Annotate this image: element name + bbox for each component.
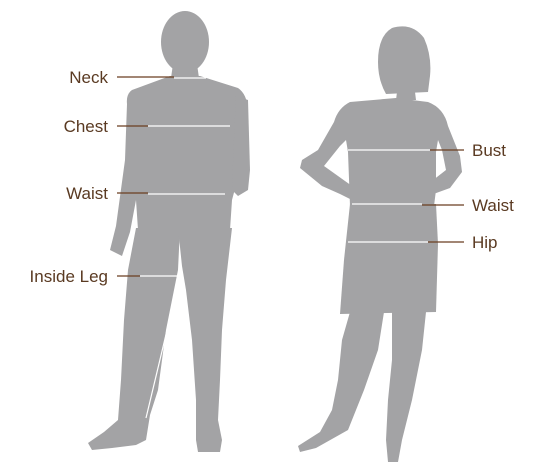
male-waist-label: Waist <box>66 184 108 203</box>
inside-leg-label: Inside Leg <box>30 267 108 286</box>
neck-label: Neck <box>69 68 108 87</box>
female-silhouette <box>298 26 462 462</box>
bust-label: Bust <box>472 141 506 160</box>
chest-label: Chest <box>64 117 109 136</box>
hip-label: Hip <box>472 233 498 252</box>
female-waist-label: Waist <box>472 196 514 215</box>
